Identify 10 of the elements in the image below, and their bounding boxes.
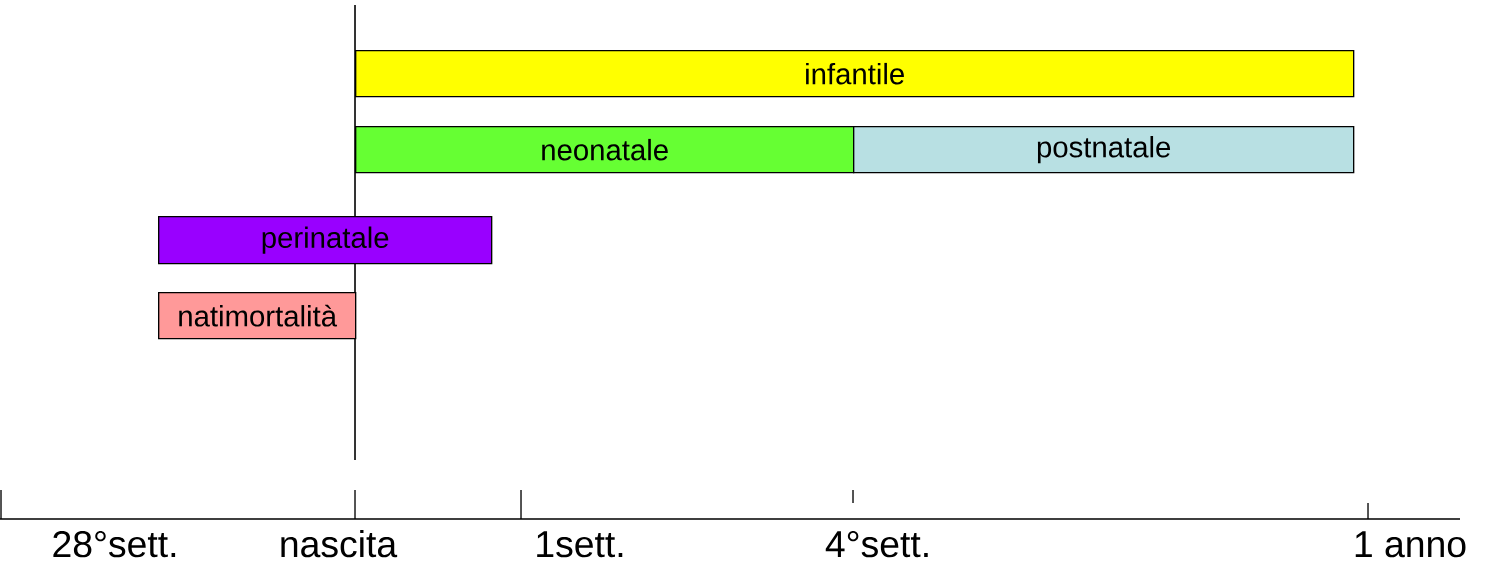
axis-label: 4°sett.: [825, 530, 928, 558]
axis-label: nascita: [281, 529, 398, 558]
period-bar: perinatale: [158, 216, 493, 265]
period-bar: infantile: [355, 50, 1355, 98]
axis-label: 1sett.: [537, 531, 623, 558]
period-bar: postnatale: [853, 126, 1355, 174]
axis-label: 28°sett.: [53, 530, 176, 558]
period-bar: neonatale: [355, 126, 855, 174]
period-bar: natimortalità: [158, 292, 357, 340]
axis-label: 1 anno: [1355, 531, 1466, 558]
